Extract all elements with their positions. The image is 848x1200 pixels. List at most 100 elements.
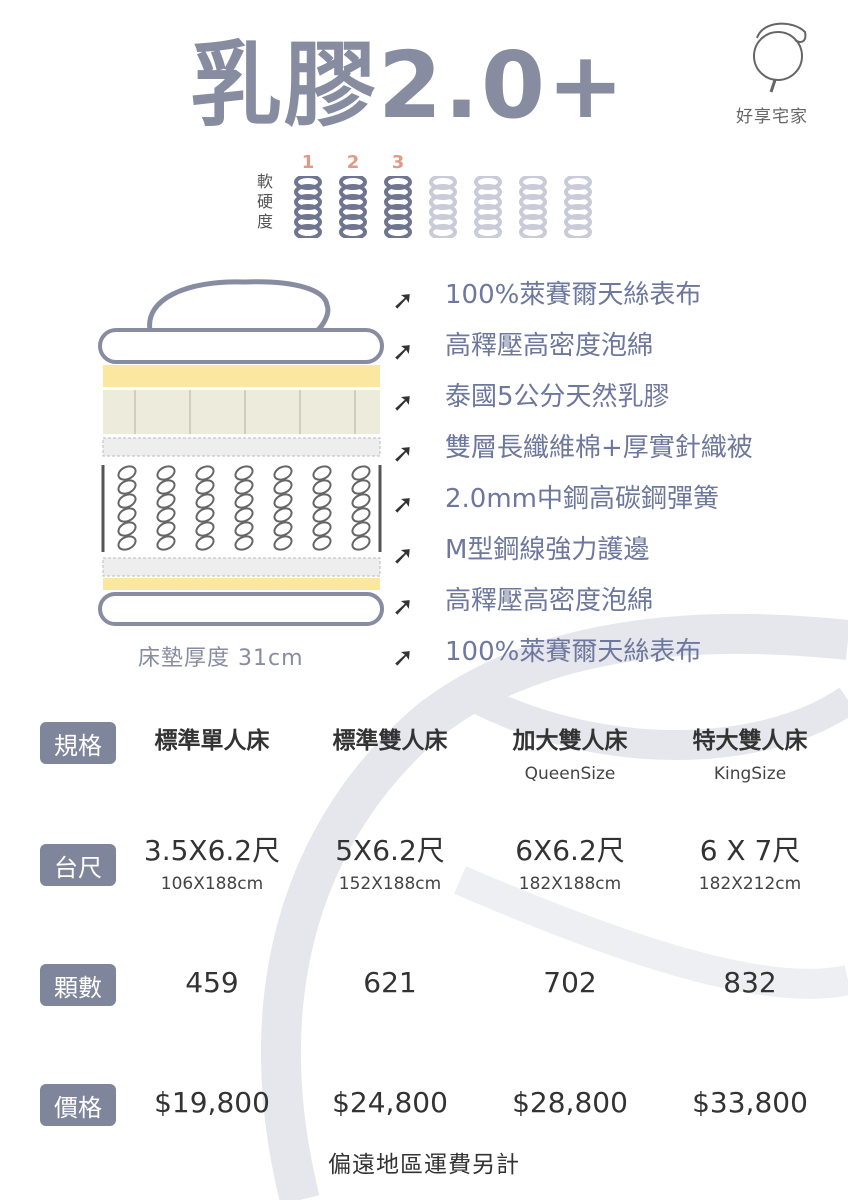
coil-spring-icon bbox=[195, 507, 215, 523]
spring-count: 702 bbox=[543, 966, 597, 999]
bed-type: 加大雙人床 bbox=[512, 728, 628, 754]
spring-count: 832 bbox=[723, 966, 777, 999]
row-label-price: 價格 bbox=[40, 1084, 116, 1126]
price: $24,800 bbox=[332, 1086, 448, 1119]
coil-spring-icon bbox=[273, 479, 293, 495]
layer-label: 泰國5公分天然乳膠 bbox=[445, 382, 670, 412]
coil-spring-icon bbox=[195, 535, 215, 551]
coil-spring-icon bbox=[234, 493, 254, 509]
mattress-cross-section-illustration bbox=[98, 279, 384, 626]
coil-spring-icon bbox=[234, 507, 254, 523]
size-taiwan-feet: 3.5X6.2尺 bbox=[143, 834, 281, 867]
coil-spring-icon bbox=[234, 521, 254, 537]
layer-label: 高釋壓高密度泡綿 bbox=[445, 586, 654, 616]
coil-spring-icon bbox=[273, 521, 293, 537]
coil-spring-icon bbox=[312, 507, 332, 523]
coil-spring-icon bbox=[156, 535, 176, 551]
coil-spring-icon bbox=[351, 507, 371, 523]
price: $28,800 bbox=[512, 1086, 628, 1119]
coil-spring-icon bbox=[117, 507, 137, 523]
size-taiwan-feet: 5X6.2尺 bbox=[335, 834, 445, 867]
price: $19,800 bbox=[154, 1086, 270, 1119]
spring-count: 621 bbox=[363, 966, 417, 999]
coil-spring-icon bbox=[273, 507, 293, 523]
coil-spring-icon bbox=[351, 535, 371, 551]
coil-spring-icon bbox=[117, 493, 137, 509]
bed-type: 標準單人床 bbox=[154, 728, 270, 754]
firmness-level-2: 2 bbox=[346, 152, 360, 173]
spring-icon-active bbox=[339, 176, 367, 238]
coil-spring-icon bbox=[312, 521, 332, 537]
firmness-level-3: 3 bbox=[391, 152, 405, 173]
row-label-spec: 規格 bbox=[40, 722, 116, 764]
coil-spring-icon bbox=[351, 493, 371, 509]
arrow-icon: ➚ bbox=[392, 643, 414, 673]
mattress-thickness: 床墊厚度 31cm bbox=[138, 646, 304, 671]
coil-spring-icon bbox=[312, 479, 332, 495]
brand-name: 好享宅家 bbox=[736, 107, 808, 127]
bed-type: 標準雙人床 bbox=[332, 728, 448, 754]
spring-count: 459 bbox=[185, 966, 239, 999]
coil-spring-icon bbox=[234, 465, 254, 481]
arrow-icon: ➚ bbox=[392, 490, 414, 520]
arrow-icon: ➚ bbox=[392, 439, 414, 469]
size-taiwan-feet: 6X6.2尺 bbox=[515, 834, 625, 867]
bed-type: 特大雙人床 bbox=[692, 728, 808, 754]
coil-spring-icon bbox=[195, 465, 215, 481]
coil-spring-icon bbox=[117, 535, 137, 551]
bed-size-name: QueenSize bbox=[524, 764, 616, 784]
layer-label: 高釋壓高密度泡綿 bbox=[445, 331, 654, 361]
coil-spring-icon bbox=[351, 479, 371, 495]
coil-spring-icon bbox=[156, 465, 176, 481]
spring-icon-inactive bbox=[429, 176, 457, 238]
coil-spring-icon bbox=[156, 493, 176, 509]
firmness-label-char: 硬 bbox=[257, 192, 274, 211]
size-taiwan-feet: 6 X 7尺 bbox=[699, 834, 801, 867]
brand-logo-bear-icon bbox=[753, 22, 807, 93]
coil-spring-icon bbox=[234, 535, 254, 551]
coil-spring-icon bbox=[195, 521, 215, 537]
spring-icon-inactive bbox=[564, 176, 592, 238]
coil-spring-icon bbox=[195, 479, 215, 495]
arrow-icon: ➚ bbox=[392, 388, 414, 418]
firmness-label-char: 軟 bbox=[257, 172, 274, 191]
size-cm: 182X188cm bbox=[518, 874, 622, 894]
firmness-label-char: 度 bbox=[257, 212, 274, 231]
coil-spring-icon bbox=[156, 521, 176, 537]
row-label-count: 顆數 bbox=[40, 964, 116, 1006]
coil-spring-icon bbox=[273, 535, 293, 551]
arrow-icon: ➚ bbox=[392, 286, 414, 316]
coil-spring-icon bbox=[234, 479, 254, 495]
coil-spring-icon bbox=[117, 479, 137, 495]
layer-label: 100%萊賽爾天絲表布 bbox=[445, 280, 702, 310]
coil-spring-icon bbox=[351, 465, 371, 481]
coil-spring-icon bbox=[117, 521, 137, 537]
spring-icon-inactive bbox=[474, 176, 502, 238]
coil-spring-icon bbox=[195, 493, 215, 509]
layer-label: 100%萊賽爾天絲表布 bbox=[445, 637, 702, 667]
arrow-icon: ➚ bbox=[392, 592, 414, 622]
price: $33,800 bbox=[692, 1086, 808, 1119]
firmness-level-1: 1 bbox=[301, 152, 315, 173]
spring-icon-inactive bbox=[519, 176, 547, 238]
spring-icon-active bbox=[294, 176, 322, 238]
coil-spring-icon bbox=[273, 493, 293, 509]
coil-spring-icon bbox=[312, 465, 332, 481]
product-title: 乳膠2.0+ bbox=[190, 32, 627, 139]
size-cm: 152X188cm bbox=[338, 874, 442, 894]
coil-spring-icon bbox=[156, 479, 176, 495]
firmness-scale bbox=[294, 176, 592, 238]
coil-spring-icon bbox=[156, 507, 176, 523]
spring-icon-active bbox=[384, 176, 412, 238]
size-cm: 182X212cm bbox=[698, 874, 802, 894]
shipping-note: 偏遠地區運費另計 bbox=[328, 1152, 520, 1178]
coil-spring-icon bbox=[273, 465, 293, 481]
size-cm: 106X188cm bbox=[160, 874, 264, 894]
bed-size-name: KingSize bbox=[713, 764, 787, 784]
arrow-icon: ➚ bbox=[392, 337, 414, 367]
layer-label: M型鋼線強力護邊 bbox=[445, 535, 650, 565]
layer-label: 2.0mm中鋼高碳鋼彈簧 bbox=[445, 484, 720, 514]
coil-spring-icon bbox=[117, 465, 137, 481]
row-label-size: 台尺 bbox=[40, 844, 116, 886]
